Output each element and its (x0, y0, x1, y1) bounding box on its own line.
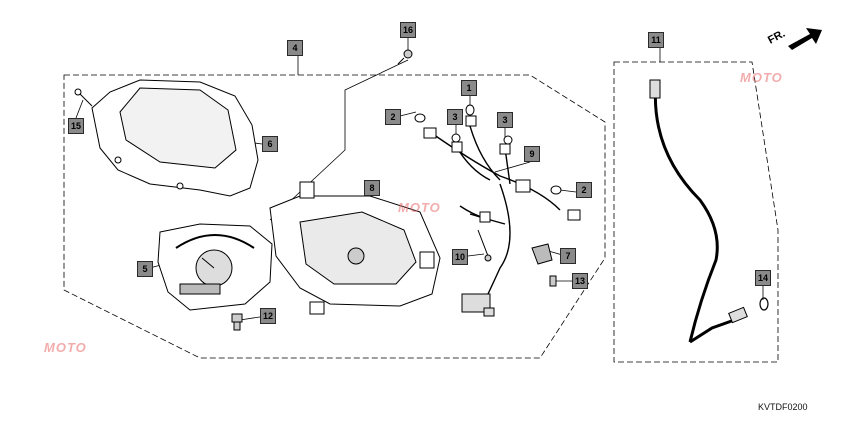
callout-2: 2 (576, 182, 592, 198)
screw-icon (74, 88, 93, 107)
callout-3: 3 (447, 109, 463, 125)
diagram-code: KVTDF0200 (758, 402, 808, 412)
screw-icon (549, 275, 557, 287)
wire-harness (429, 125, 561, 299)
callout-6: 6 (262, 136, 278, 152)
front-arrow-icon (788, 28, 822, 50)
callout-8: 8 (364, 180, 380, 196)
bulb-icons (414, 104, 562, 195)
o-ring-icon (759, 297, 769, 311)
callout-10: 10 (452, 249, 468, 265)
callout-14: 14 (755, 270, 771, 286)
callout-5: 5 (137, 261, 153, 277)
cable-boundary (613, 61, 779, 363)
meter-upper-case (91, 79, 259, 197)
callout-2: 2 (385, 109, 401, 125)
assembly-boundary (63, 74, 606, 359)
callout-15: 15 (68, 118, 84, 134)
callout-11: 11 (648, 32, 664, 48)
clamp-icon (531, 243, 553, 265)
meter-lower-case (269, 181, 441, 315)
bulb-sockets (423, 115, 581, 223)
callout-12: 12 (260, 308, 276, 324)
callout-4: 4 (287, 40, 303, 56)
callout-7: 7 (560, 248, 576, 264)
speedometer-face (157, 223, 273, 311)
callout-3: 3 (497, 112, 513, 128)
watermark: MOTO (740, 70, 783, 85)
bolt-icon (231, 313, 243, 331)
callout-1: 1 (461, 80, 477, 96)
speedometer-cable (649, 79, 748, 344)
screw-icon (477, 229, 492, 262)
bolt-icon (397, 49, 413, 65)
callout-16: 16 (400, 22, 416, 38)
callout-9: 9 (524, 146, 540, 162)
callout-13: 13 (572, 273, 588, 289)
connector-icon (461, 293, 495, 317)
watermark: MOTO (44, 340, 87, 355)
watermark: MOTO (398, 200, 441, 215)
